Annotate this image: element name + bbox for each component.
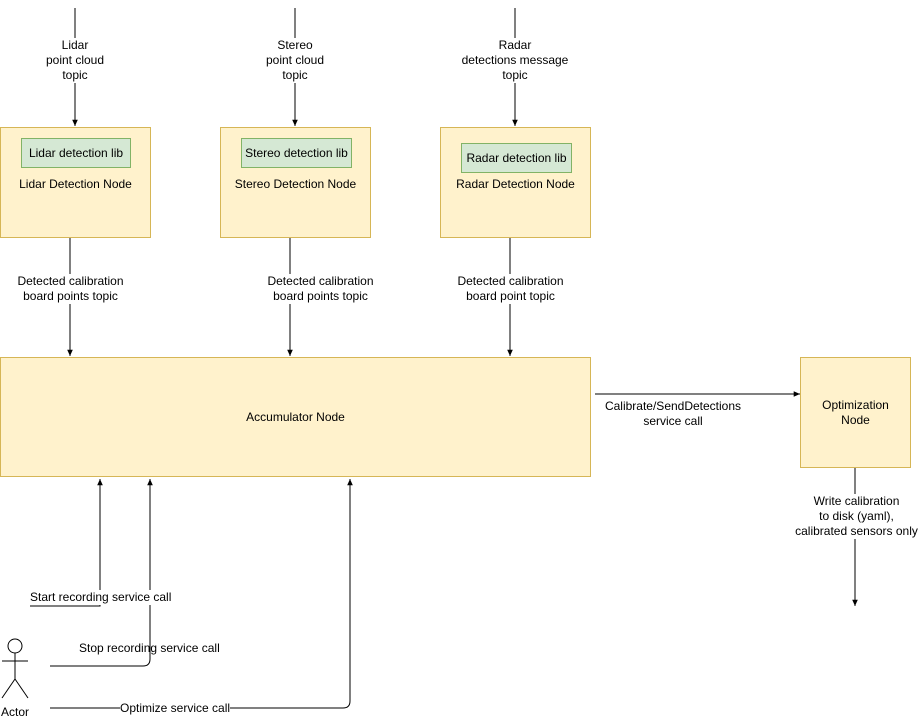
radar-output-label: Detected calibration board point topic bbox=[450, 274, 571, 304]
actor-label: Actor bbox=[0, 705, 29, 719]
stereo-topic-label: Stereo point cloud topic bbox=[250, 38, 340, 83]
stereo-detection-node[interactable]: Stereo detection lib Stereo Detection No… bbox=[220, 127, 371, 238]
radar-detection-node-title: Radar Detection Node bbox=[456, 177, 575, 191]
optimization-node-title-line2: Node bbox=[841, 412, 870, 427]
actor-icon bbox=[1, 638, 29, 699]
stereo-detection-node-title: Stereo Detection Node bbox=[234, 177, 357, 191]
radar-detection-node[interactable]: Radar detection lib Radar Detection Node bbox=[440, 127, 591, 238]
stop-recording-arrow bbox=[50, 479, 153, 667]
write-calibration-label: Write calibration to disk (yaml), calibr… bbox=[793, 494, 920, 539]
start-recording-arrow bbox=[30, 479, 103, 607]
accumulator-node-title: Accumulator Node bbox=[246, 410, 345, 424]
lidar-detection-node-title: Lidar Detection Node bbox=[19, 177, 132, 191]
stereo-detection-lib[interactable]: Stereo detection lib bbox=[241, 138, 352, 168]
optimization-node-title-line1: Optimization bbox=[822, 397, 889, 412]
stereo-output-label: Detected calibration board points topic bbox=[260, 274, 381, 304]
radar-detection-lib[interactable]: Radar detection lib bbox=[461, 143, 572, 173]
start-recording-label: Start recording service call bbox=[30, 590, 172, 605]
lidar-detection-lib[interactable]: Lidar detection lib bbox=[21, 138, 131, 168]
calibrate-label: Calibrate/SendDetections service call bbox=[604, 399, 742, 428]
lidar-topic-label: Lidar point cloud topic bbox=[30, 38, 120, 83]
optimization-node[interactable]: Optimization Node bbox=[800, 357, 911, 468]
lidar-detection-node[interactable]: Lidar detection lib Lidar Detection Node bbox=[0, 127, 151, 238]
accumulator-node[interactable]: Accumulator Node bbox=[0, 357, 591, 477]
optimize-label: Optimize service call bbox=[120, 701, 231, 716]
lidar-output-label: Detected calibration board points topic bbox=[10, 274, 131, 304]
optimize-arrow bbox=[50, 479, 353, 709]
stop-recording-label: Stop recording service call bbox=[79, 641, 220, 655]
radar-topic-label: Radar detections message topic bbox=[455, 38, 575, 83]
